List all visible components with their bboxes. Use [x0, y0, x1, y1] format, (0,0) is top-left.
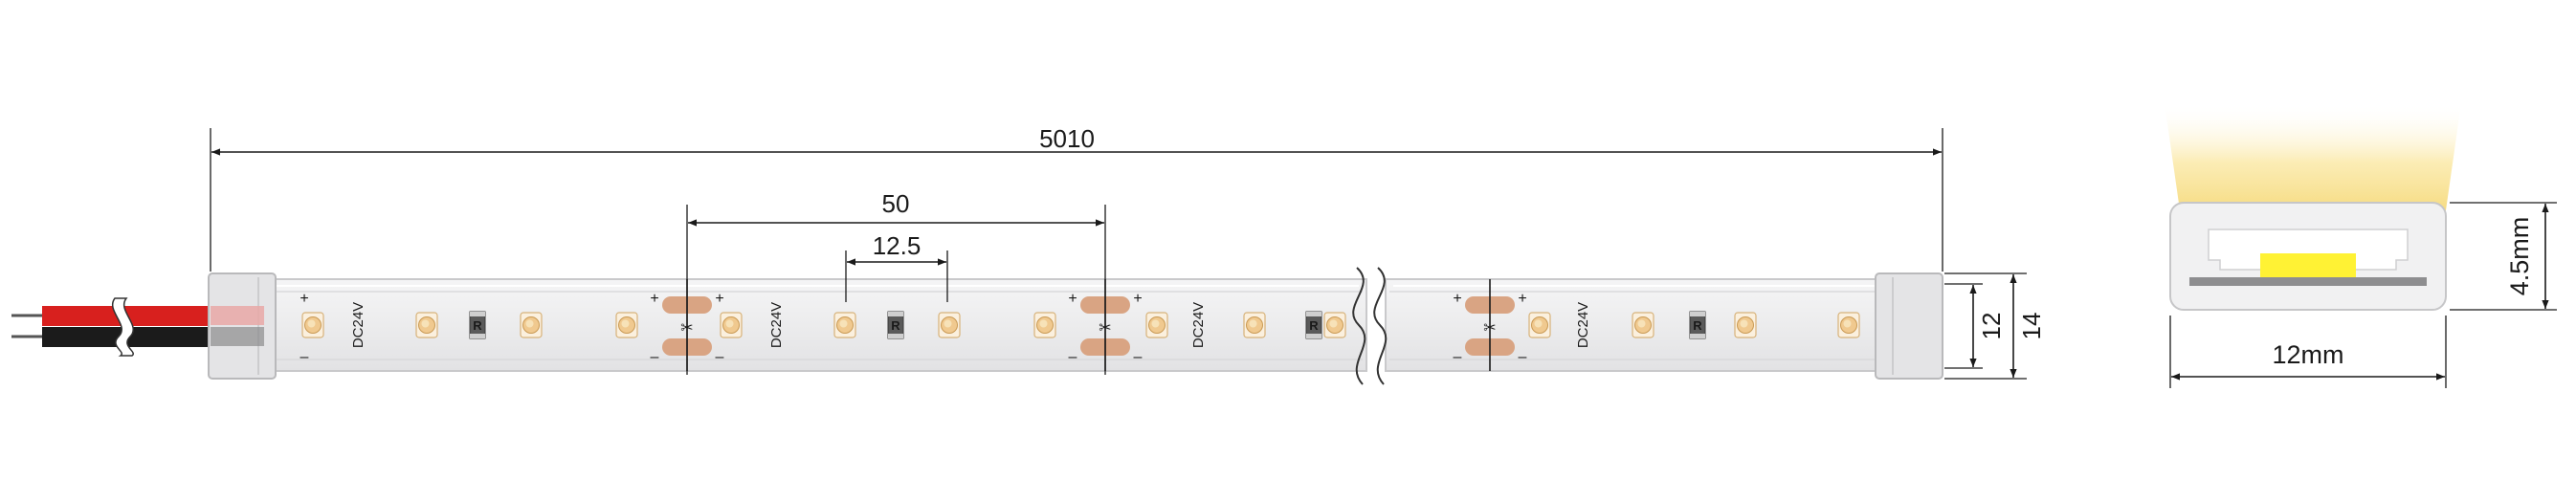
led-emitter-core	[944, 319, 952, 328]
voltage-label: DC24V	[1575, 302, 1591, 348]
resistor-terminal	[470, 312, 485, 316]
profile-pcb-base	[2189, 277, 2427, 286]
resistor-terminal	[888, 334, 903, 338]
led-emitter-core	[1637, 319, 1646, 328]
total-length-label: 5010	[1039, 124, 1095, 153]
light-beam	[2165, 103, 2461, 210]
wire-in-cap-red	[211, 306, 264, 325]
led-chip	[2260, 253, 2356, 277]
profile-height-label: 4.5mm	[2505, 217, 2534, 296]
plus-sign: +	[1133, 291, 1142, 307]
led-emitter-core	[725, 319, 734, 328]
voltage-label: DC24V	[350, 302, 366, 348]
end-cap-right	[1875, 272, 1943, 380]
strip-break-mark	[1352, 267, 1366, 385]
minus-sign: –	[1454, 349, 1462, 365]
minus-sign: –	[1134, 349, 1143, 365]
wire-in-cap-black	[211, 327, 264, 346]
voltage-label: DC24V	[768, 302, 785, 348]
profile-channel	[2208, 229, 2409, 271]
plus-sign: +	[1518, 291, 1526, 307]
resistor-label: R	[891, 318, 900, 333]
led-emitter-core	[1039, 319, 1048, 328]
plus-sign: +	[715, 291, 723, 307]
resistor-label: R	[1309, 318, 1319, 333]
resistor-label: R	[1693, 318, 1702, 333]
minus-sign: –	[1069, 349, 1077, 365]
minus-sign: –	[1519, 349, 1527, 365]
led-emitter-core	[1151, 319, 1160, 328]
led-emitter-core	[1249, 319, 1257, 328]
minus-sign: –	[300, 349, 309, 365]
tube-segment-left	[208, 278, 1367, 372]
resistor-terminal	[1690, 334, 1705, 338]
plus-sign: +	[1068, 291, 1077, 307]
silicone-tube	[208, 267, 1943, 385]
cross-section-profile: 12mm 4.5mm	[2165, 103, 2557, 388]
minus-sign: –	[651, 349, 659, 365]
led-emitter-core	[1329, 319, 1338, 328]
led-emitter-core	[1534, 319, 1543, 328]
led-emitter-core	[839, 319, 848, 328]
resistor-terminal	[1690, 312, 1705, 316]
minus-sign: –	[716, 349, 724, 365]
led-emitter-core	[1740, 319, 1748, 328]
led-emitter-core	[1843, 319, 1852, 328]
resistor-label: R	[473, 318, 482, 333]
dimension-total-length: 5010	[210, 124, 1943, 272]
wire-break-mark	[112, 297, 134, 357]
cut-unit-label: 50	[882, 189, 910, 218]
strip-break-mark	[1373, 267, 1388, 385]
end-cap-left	[208, 272, 277, 380]
strip-width-label: 12	[1977, 313, 2006, 340]
voltage-label: DC24V	[1190, 302, 1207, 348]
led-emitter-core	[421, 319, 430, 328]
plus-sign: +	[1453, 291, 1461, 307]
resistor-terminal	[470, 334, 485, 338]
resistor-terminal	[1306, 312, 1321, 316]
led-pitch-label: 12.5	[873, 231, 922, 260]
dimension-led-pitch: 12.5	[845, 231, 948, 302]
plus-sign: +	[300, 291, 308, 307]
led-emitter-core	[525, 319, 534, 328]
resistor-terminal	[1306, 334, 1321, 338]
dimension-cut-unit: 50	[686, 189, 1106, 375]
tube-width-label: 14	[2017, 313, 2046, 340]
dimension-widths: 12 14	[1944, 272, 2046, 380]
led-emitter-core	[621, 319, 630, 328]
plus-sign: +	[650, 291, 658, 307]
profile-width-label: 12mm	[2272, 340, 2343, 369]
resistor-terminal	[888, 312, 903, 316]
led-emitter-core	[307, 319, 316, 328]
power-wires	[11, 297, 211, 357]
scissors-icon: ✂	[1483, 320, 1496, 337]
